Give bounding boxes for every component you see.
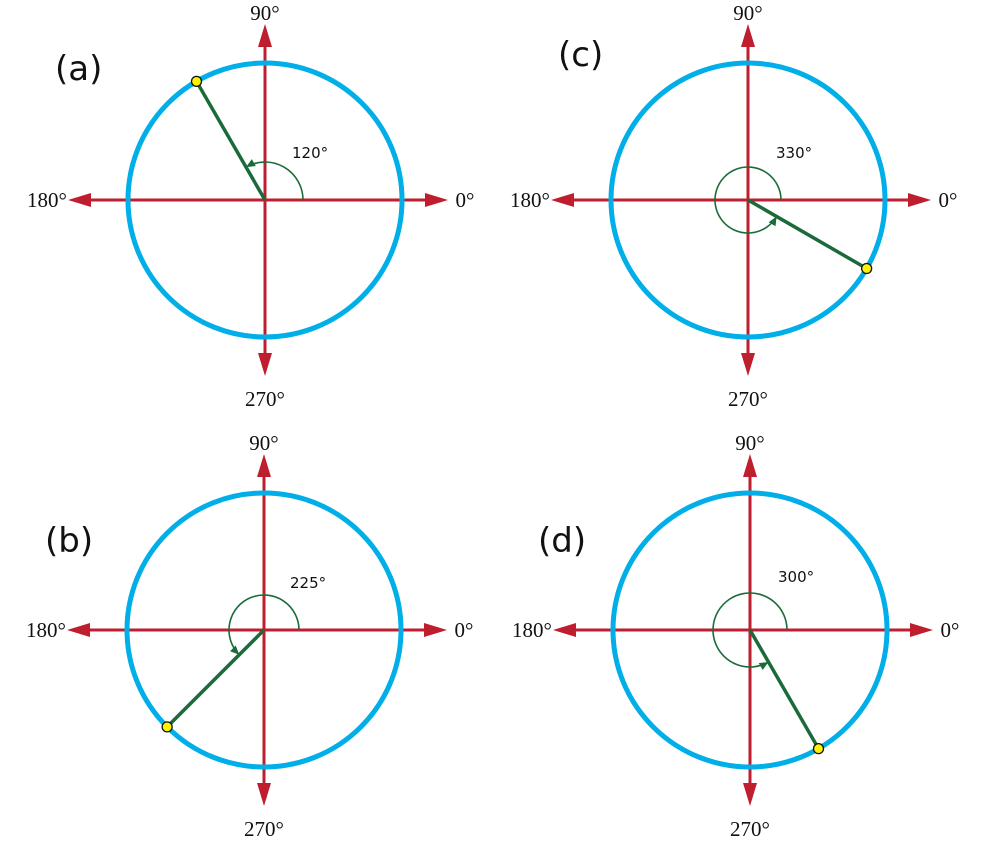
panel-label: (b) bbox=[45, 521, 93, 561]
radius-vector bbox=[194, 80, 267, 201]
arrowhead-south-icon bbox=[741, 353, 755, 376]
radius-vector bbox=[748, 629, 821, 750]
panel-label: (d) bbox=[538, 521, 586, 561]
label-90-deg: 90° bbox=[249, 431, 278, 455]
arrowhead-east-icon bbox=[910, 623, 933, 637]
radius-vector bbox=[165, 628, 266, 729]
label-270-deg: 270° bbox=[245, 387, 285, 411]
point-on-circle bbox=[812, 742, 825, 755]
panel-c: 0° 90° 180° 270° 330° (c) bbox=[510, 1, 957, 411]
arrowhead-west-icon bbox=[553, 623, 576, 637]
arrowhead-north-icon bbox=[741, 24, 755, 47]
label-180-deg: 180° bbox=[512, 618, 552, 642]
panel-label: (c) bbox=[558, 35, 603, 75]
panel-a: 0° 90° 180° 270° 120° (a) bbox=[27, 1, 474, 411]
arc-arrowhead-icon bbox=[230, 645, 240, 655]
label-0-deg: 0° bbox=[941, 618, 960, 642]
arrowhead-south-icon bbox=[257, 783, 271, 806]
arrowhead-west-icon bbox=[68, 193, 91, 207]
unit-circle bbox=[124, 490, 404, 770]
unit-circle bbox=[125, 60, 405, 340]
arc-arrowhead-icon bbox=[246, 159, 256, 168]
label-90-deg: 90° bbox=[735, 431, 764, 455]
arrowhead-west-icon bbox=[67, 623, 90, 637]
angle-arc bbox=[714, 166, 782, 234]
arrowhead-north-icon bbox=[257, 454, 271, 477]
point-on-circle bbox=[190, 75, 203, 88]
label-90-deg: 90° bbox=[733, 1, 762, 25]
angle-arc bbox=[228, 594, 300, 656]
label-0-deg: 0° bbox=[455, 618, 474, 642]
label-270-deg: 270° bbox=[244, 817, 284, 841]
label-180-deg: 180° bbox=[26, 618, 66, 642]
arrowhead-east-icon bbox=[424, 623, 447, 637]
panel-label: (a) bbox=[55, 49, 102, 89]
arrowhead-north-icon bbox=[743, 454, 757, 477]
arrowhead-north-icon bbox=[258, 24, 272, 47]
radius-vector bbox=[747, 198, 868, 271]
arc-arrowhead-icon bbox=[758, 662, 769, 671]
arrowhead-south-icon bbox=[743, 783, 757, 806]
label-270-deg: 270° bbox=[730, 817, 770, 841]
label-180-deg: 180° bbox=[510, 188, 550, 212]
label-0-deg: 0° bbox=[939, 188, 958, 212]
angle-label: 330° bbox=[776, 144, 812, 162]
arrowhead-east-icon bbox=[908, 193, 931, 207]
point-on-circle bbox=[161, 721, 173, 733]
angle-arc bbox=[245, 161, 304, 201]
panel-d: 0° 90° 180° 270° 300° (d) bbox=[512, 431, 959, 841]
angle-label: 225° bbox=[290, 574, 326, 592]
arrowhead-south-icon bbox=[258, 353, 272, 376]
panel-b: 0° 90° 180° 270° 225° (b) bbox=[26, 431, 473, 841]
arc-arrowhead-icon bbox=[768, 216, 777, 227]
point-on-circle bbox=[860, 262, 873, 275]
unit-circle bbox=[608, 60, 888, 340]
angle-arc bbox=[712, 592, 788, 668]
label-90-deg: 90° bbox=[250, 1, 279, 25]
angle-label: 120° bbox=[292, 144, 328, 162]
arrowhead-east-icon bbox=[425, 193, 448, 207]
unit-circle bbox=[610, 490, 890, 770]
label-0-deg: 0° bbox=[456, 188, 475, 212]
label-270-deg: 270° bbox=[728, 387, 768, 411]
label-180-deg: 180° bbox=[27, 188, 67, 212]
arrowhead-west-icon bbox=[551, 193, 574, 207]
angle-label: 300° bbox=[778, 568, 814, 586]
